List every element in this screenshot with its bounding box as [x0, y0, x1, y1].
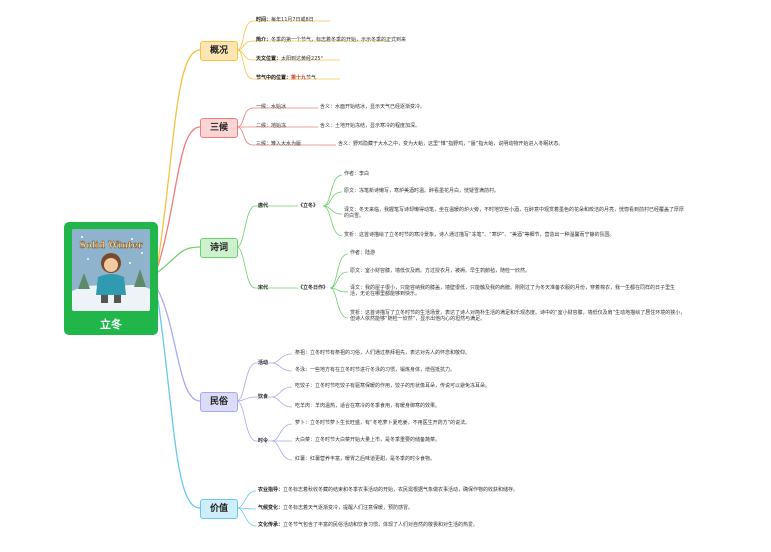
sanhou-3-name: 三候：雉入大水为蜃	[256, 141, 302, 147]
winter-child-illustration: Solid Winter	[72, 229, 150, 311]
branch-folk[interactable]: 民俗	[200, 392, 238, 412]
folk-food-2: 吃羊肉：羊肉温热，适合在寒冷的冬季食用，有暖身御寒的效果。	[295, 403, 441, 409]
poem-tang-title: 《立冬》	[298, 203, 319, 209]
poem-song-text: 原文：室小财容膝，墙低仅及肩。方过授衣月，被褥。早生鹑鹅毡，随检一欣然。	[350, 268, 531, 274]
poem-song-author: 作者：陆游	[350, 250, 376, 256]
poem-song-analysis: 赏析：这首诗描写了立冬时节的生活场景，表达了诗人对简朴生活的满足和乐观态度。诗中…	[350, 310, 686, 322]
poem-tang-author: 作者：李白	[344, 171, 370, 177]
connector-folk	[157, 289, 201, 402]
branch-overview[interactable]: 概况	[200, 41, 238, 61]
sanhou-2-desc: 含义：土地开始冻结，显示寒冷的程度加深。	[320, 123, 421, 129]
overview-astro: 天文位置：太阳到达黄经225°	[256, 56, 324, 62]
overview-order: 节气中的位置：第十九节气	[256, 75, 317, 81]
poem-tang-text: 原文：冻笔新诗懒写，寒炉美酒时温。醉看墨花月白，恍疑雪满前村。	[344, 188, 500, 194]
connector-overview	[157, 49, 201, 263]
sanhou-2-name: 二候：地始冻	[256, 123, 287, 129]
folk-food-1: 吃饺子：立冬时节吃饺子有驱寒保暖的作用，饺子的形状像耳朵，传说可以避免冻耳朵。	[295, 383, 491, 389]
connector-value	[157, 299, 201, 509]
sanhou-1-name: 一候：水始冰	[256, 104, 287, 110]
poem-song-era: 宋代	[258, 285, 269, 291]
value-agri: 农业指导：立冬标志着秋收冬藏的结束和冬季农事活动的开始，农民需根据气象做农事活动…	[258, 487, 519, 493]
connector-poems	[157, 246, 201, 273]
overview-intro: 简介：冬季的第一个节气，标志着冬季的开始，示示冬季的正式到来	[256, 37, 407, 43]
folk-activity-2: 冬泳：一些地方有在立冬时节进行冬泳的习惯，锻炼身体，增强抵抗力。	[295, 367, 456, 373]
poem-tang-trans: 译文：冬天来临，我握笔写诗却懒得动笔，坐在温暖的炉火旁，不时地饮些小酒，在醉意中…	[344, 207, 685, 219]
folk-food: 饮食	[258, 394, 269, 400]
branch-poems[interactable]: 诗词	[200, 238, 238, 258]
poem-song-title: 《立冬日作》	[298, 285, 329, 291]
folk-activity: 活动	[258, 360, 269, 366]
connector-sanhou	[157, 126, 201, 267]
overview-time: 时间：每年11月7日或8日	[256, 17, 314, 23]
folk-season-2: 大白菜：立冬时节大白菜开始大量上市，是冬季重要的储备蔬菜。	[295, 437, 441, 443]
folk-season: 时令	[258, 438, 269, 444]
sanhou-3-desc: 含义：野鸡隐藏于大水之中，变为大蛤，这里“雉”指野鸡，“蜃”指大蛤，说明动物开始…	[338, 141, 564, 147]
branch-value[interactable]: 价值	[200, 499, 238, 519]
poem-song-trans: 译文：我的屋子很小，只能容纳我的膝盖，墙壁很低，只能触及我的肩膀。刚刚过了为冬天…	[350, 285, 676, 297]
winter-child-icon: Solid Winter	[72, 229, 150, 311]
folk-season-1: 萝卜：立冬时节萝卜生长旺盛，有“冬吃萝卜夏吃姜，不用医生开药方”的说法。	[295, 420, 471, 426]
folk-activity-1: 祭祖：立冬时节有祭祖的习俗，人们通过祭拜祖先，表达对先人的怀念和敬仰。	[295, 350, 471, 356]
sanhou-1-desc: 含义：水面开始结冰，显示天气已经逐渐变冷。	[320, 104, 426, 110]
poem-tang-analysis: 赏析：这首诗描绘了立冬时节的寒冷景象，诗人通过描写“冻笔”、“寒炉”、“美酒”等…	[344, 232, 615, 238]
root-node[interactable]: Solid Winter 立冬	[64, 222, 158, 335]
poem-tang-era: 唐代	[258, 203, 269, 209]
value-culture: 文化传承：立冬节气包含了丰富的民俗活动和饮食习惯，体现了人们对自然的敬畏和对生活…	[258, 522, 479, 528]
branch-sanhou[interactable]: 三候	[200, 118, 238, 138]
value-climate: 气候变化：立冬标志着天气逐渐变冷，提醒人们注意保暖，预防感冒。	[258, 505, 414, 511]
root-title: 立冬	[100, 318, 122, 331]
image-title: Solid Winter	[79, 241, 143, 251]
folk-season-3: 红薯：红薯营养丰富，暖胃之后味道更甜，是冬季的时令食物。	[295, 456, 436, 462]
